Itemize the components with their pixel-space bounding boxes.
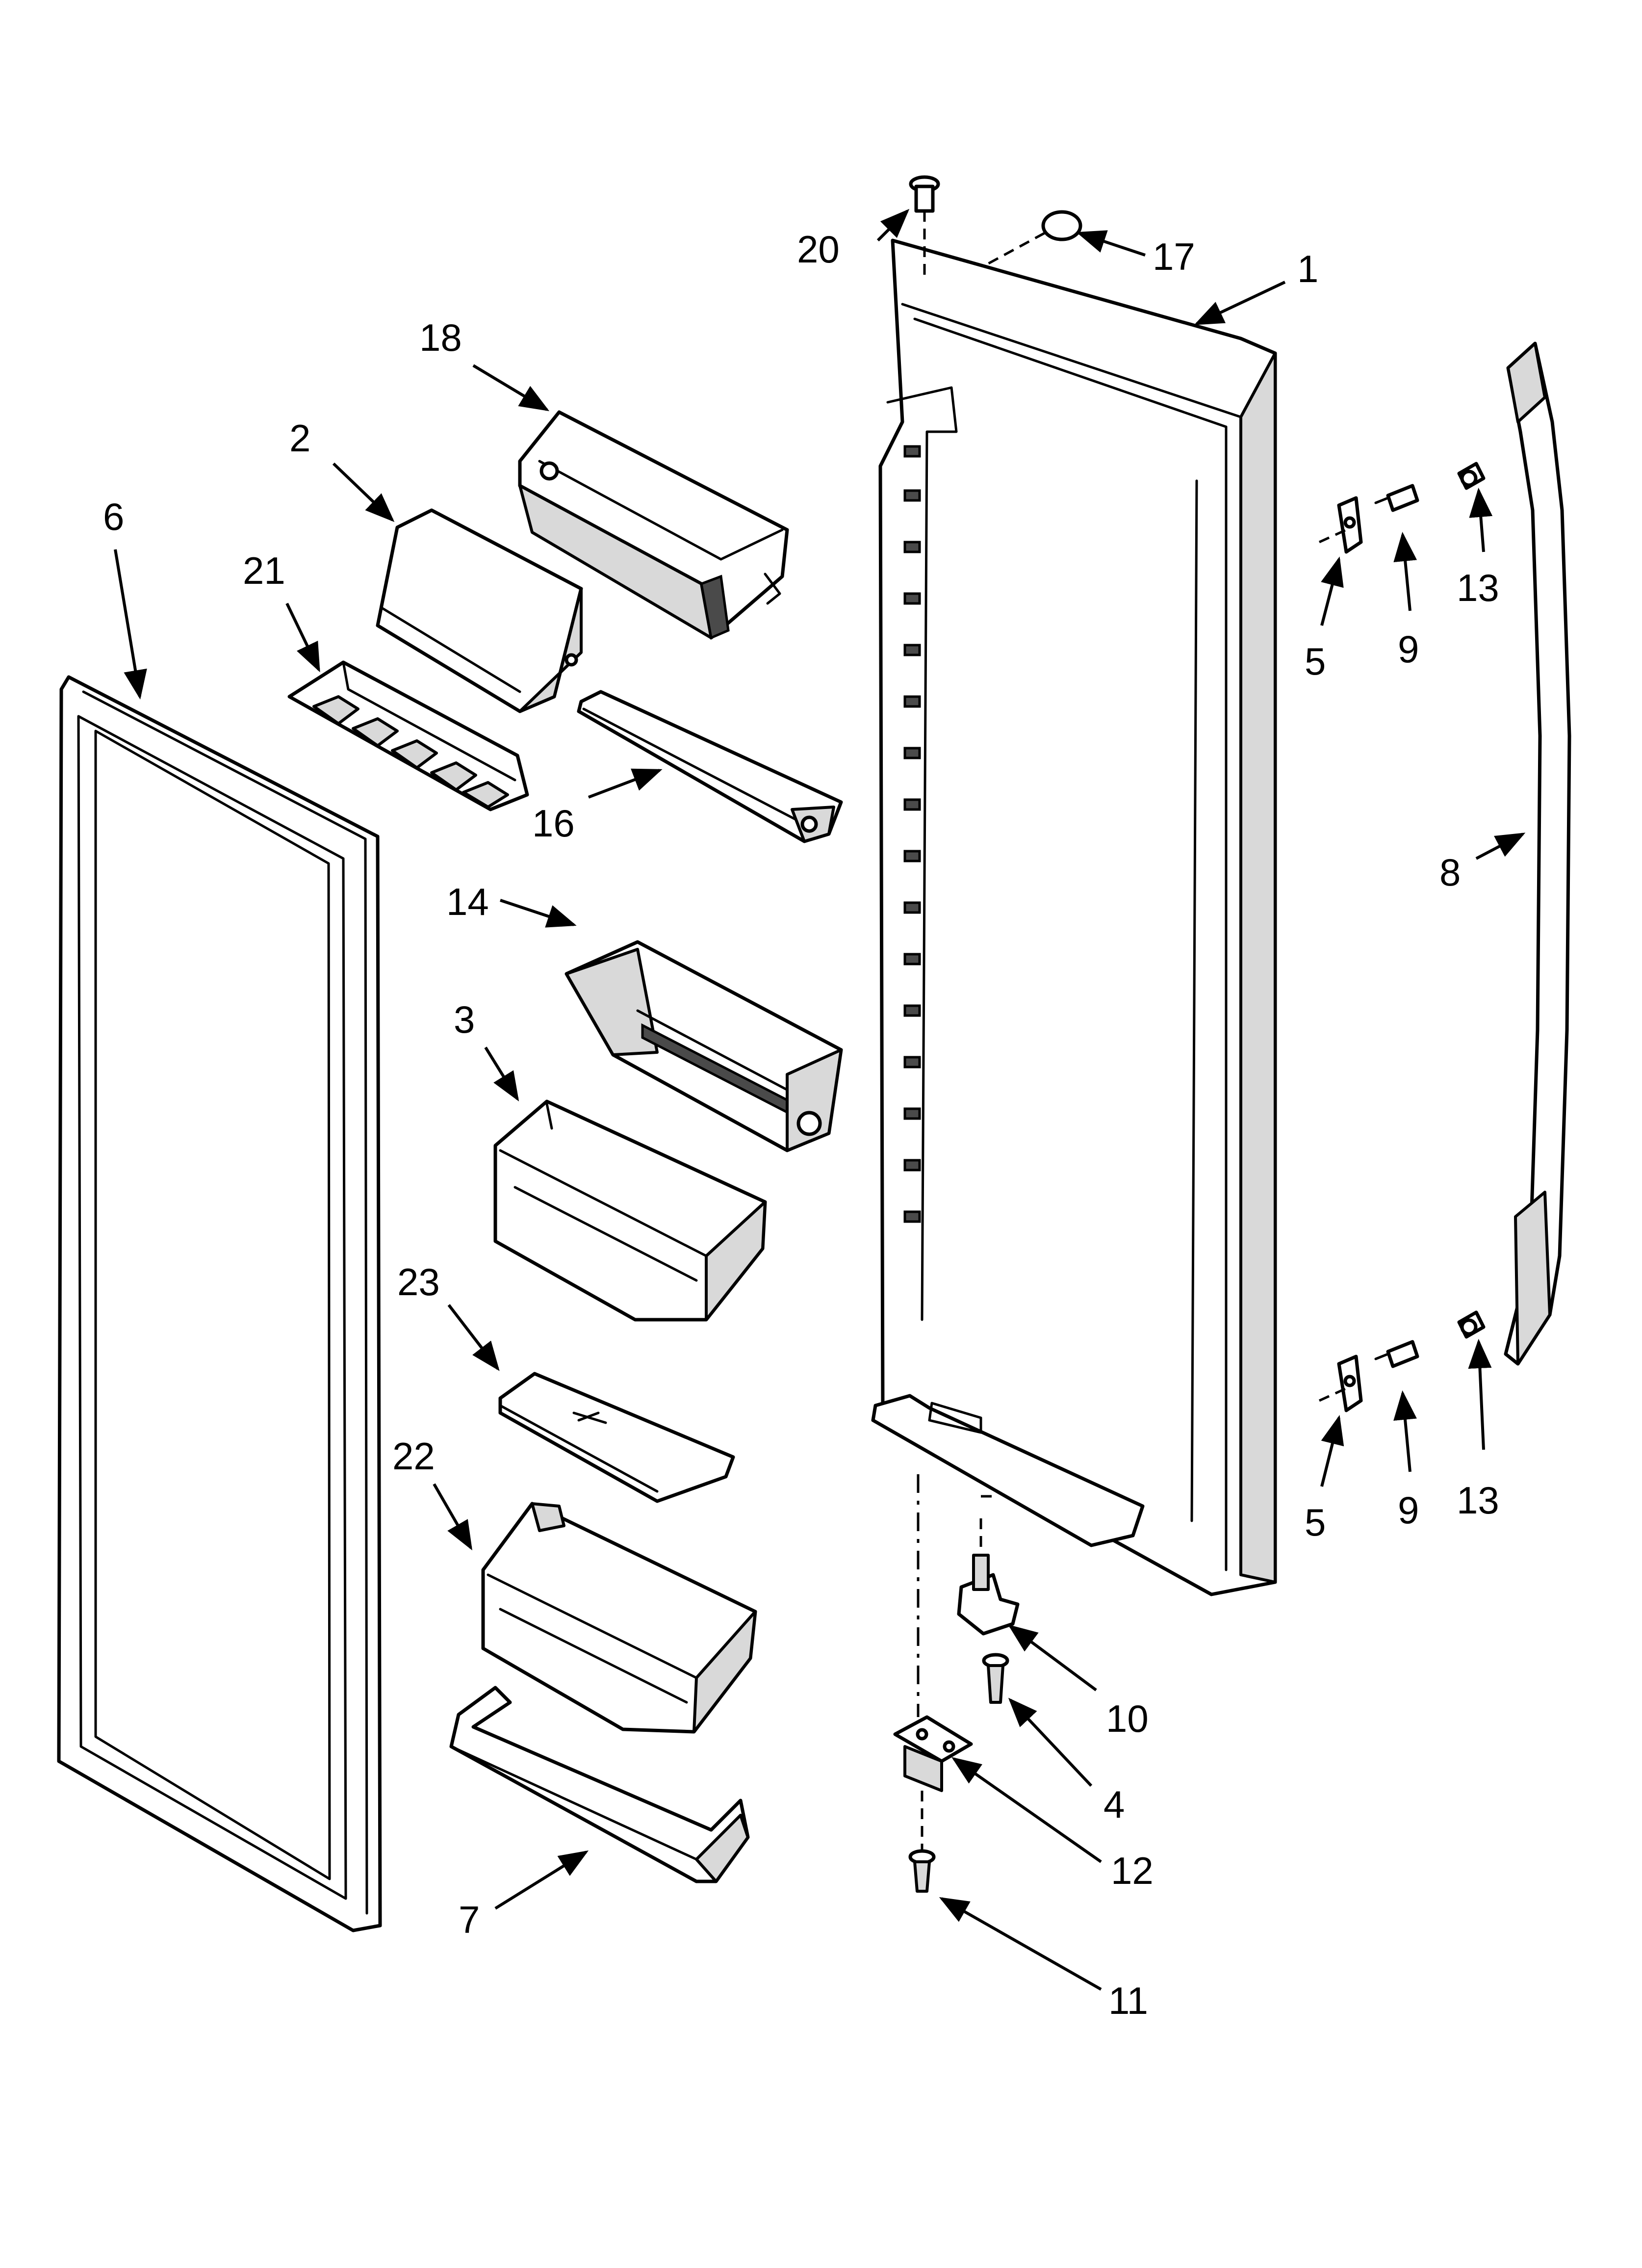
handle-hardware-bottom <box>1318 1310 1486 1412</box>
callout-8: 8 <box>1439 851 1461 894</box>
callout-20: 17 <box>1153 235 1195 278</box>
part-8-handle <box>1504 341 1571 1366</box>
part-14-top-plug <box>909 175 940 275</box>
callout-21: 21 <box>243 549 285 592</box>
part-2-dairy-door <box>376 508 583 713</box>
part-20-plug-button <box>985 210 1082 266</box>
part-23-divider <box>498 1372 735 1503</box>
part-3-door-bin <box>493 1099 767 1322</box>
callout-1: 1 <box>1297 247 1318 290</box>
part-1-door <box>871 238 1277 1596</box>
leader-lines <box>114 209 1526 1991</box>
part-7-door-rail <box>449 1686 750 1883</box>
callout-labels: 20 17 1 18 2 6 21 16 14 3 23 22 7 5 9 13… <box>103 228 1499 2022</box>
part-4-screw <box>982 1653 1009 1704</box>
callout-22: 22 <box>392 1434 435 1478</box>
callout-3: 3 <box>454 998 475 1041</box>
part-6-door-gasket <box>57 675 382 1932</box>
part-16-utility-bin <box>518 410 789 640</box>
callout-14: 20 <box>797 228 840 271</box>
callout-18: 16 <box>532 802 575 845</box>
part-21-egg-tray <box>287 660 529 811</box>
part-10-hinge <box>957 1495 1020 1636</box>
callout-10: 10 <box>1106 1697 1149 1740</box>
callout-5-top: 5 <box>1305 640 1326 683</box>
shelf-slots <box>903 445 921 1223</box>
callout-11: 11 <box>1108 1979 1148 2022</box>
callout-13-top: 13 <box>1457 566 1499 609</box>
part-17-door-bin <box>564 940 843 1152</box>
callout-6: 6 <box>103 495 124 538</box>
part-22-door-bin <box>481 1502 757 1734</box>
callout-5-bottom: 5 <box>1305 1501 1326 1544</box>
callout-7: 7 <box>459 1898 480 1941</box>
callout-9-top: 9 <box>1398 627 1419 671</box>
callout-4: 4 <box>1103 1783 1125 1826</box>
part-18-shelf-trim <box>577 690 843 843</box>
callout-2: 2 <box>289 417 310 460</box>
callout-23: 23 <box>397 1260 440 1303</box>
callout-12: 12 <box>1111 1849 1154 1892</box>
part-12-hinge-plate <box>893 1474 973 1792</box>
callout-17: 14 <box>446 880 489 923</box>
callout-13-bottom: 13 <box>1457 1479 1499 1522</box>
callout-9-bottom: 9 <box>1398 1488 1419 1532</box>
callout-16: 18 <box>419 316 462 359</box>
handle-hardware-top <box>1318 462 1486 554</box>
part-11-screw <box>908 1791 936 1893</box>
